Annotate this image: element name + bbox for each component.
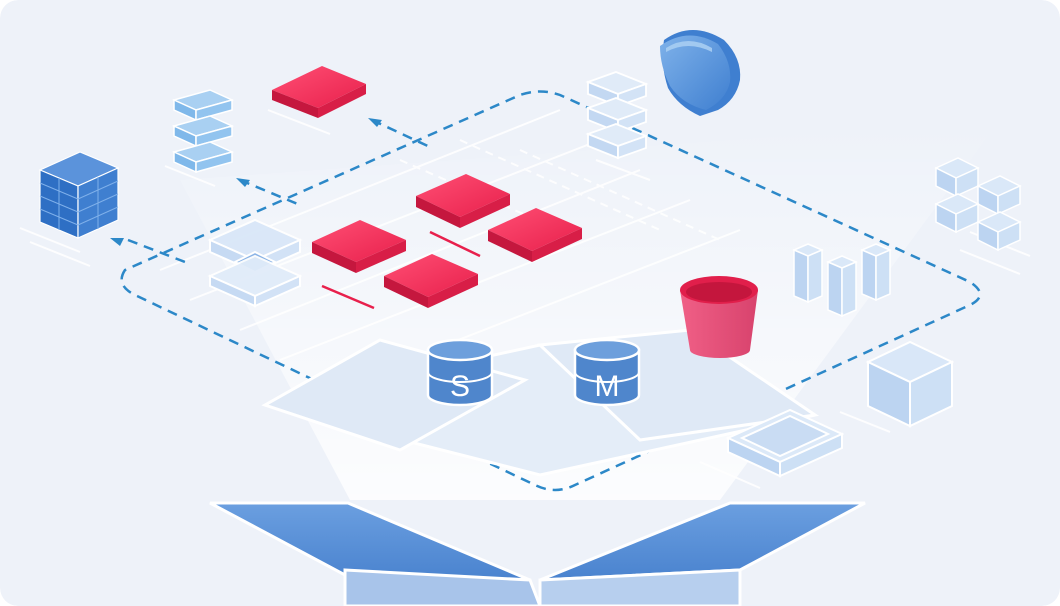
shield-icon: [660, 30, 741, 116]
dashed-connectors: [127, 118, 433, 264]
slab-stack-icon: [171, 89, 235, 174]
cube-cluster-icon: [934, 157, 1022, 252]
open-box-icon: [209, 328, 866, 606]
tray-icon: [725, 408, 845, 478]
database-icon-m: M: [573, 338, 641, 407]
arrow-heads: [110, 118, 382, 246]
database-icon-s: S: [426, 338, 494, 407]
dashed-network-path: [120, 90, 982, 492]
server-stack-icon: [585, 71, 649, 160]
layer-stack-icon: [207, 218, 303, 308]
bucket-icon: [680, 276, 758, 358]
column-chart-icon: [792, 243, 892, 318]
cube-icon: [865, 340, 955, 428]
block-structure-icon: [38, 151, 120, 239]
database-label-m: M: [595, 370, 620, 403]
guide-lines: [19, 109, 1031, 489]
database-label-s: S: [450, 370, 470, 403]
red-tile-icon: [272, 66, 582, 310]
